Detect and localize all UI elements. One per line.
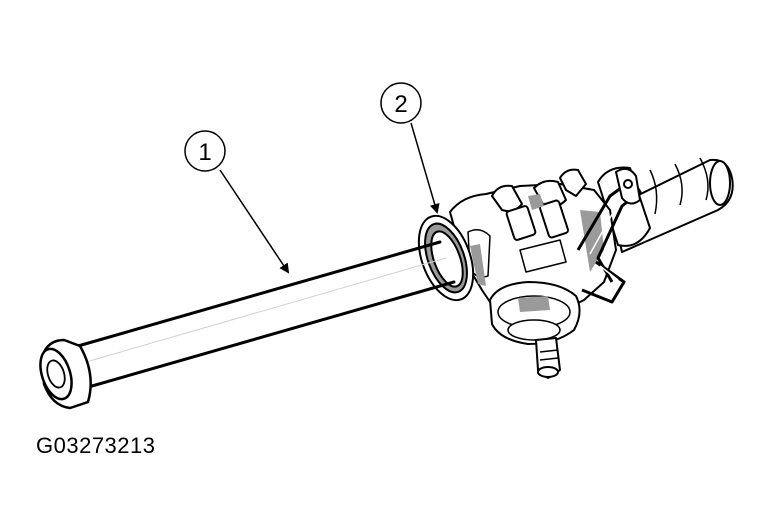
- callout-2-bubble: [380, 82, 422, 124]
- callout-1: 1: [184, 130, 290, 274]
- callout-1-number: 1: [198, 139, 211, 166]
- rod-end-cap: [39, 338, 92, 410]
- callout-1-leader: [219, 169, 290, 274]
- figure-code-label: G03273213: [36, 433, 156, 458]
- steering-gear-housing: [449, 157, 734, 379]
- callout-2: 2: [380, 82, 440, 214]
- callout-1-bubble: [184, 130, 226, 172]
- installer-rod: [76, 240, 456, 388]
- callout-2-number: 2: [394, 91, 407, 118]
- callout-2-leader: [410, 122, 440, 214]
